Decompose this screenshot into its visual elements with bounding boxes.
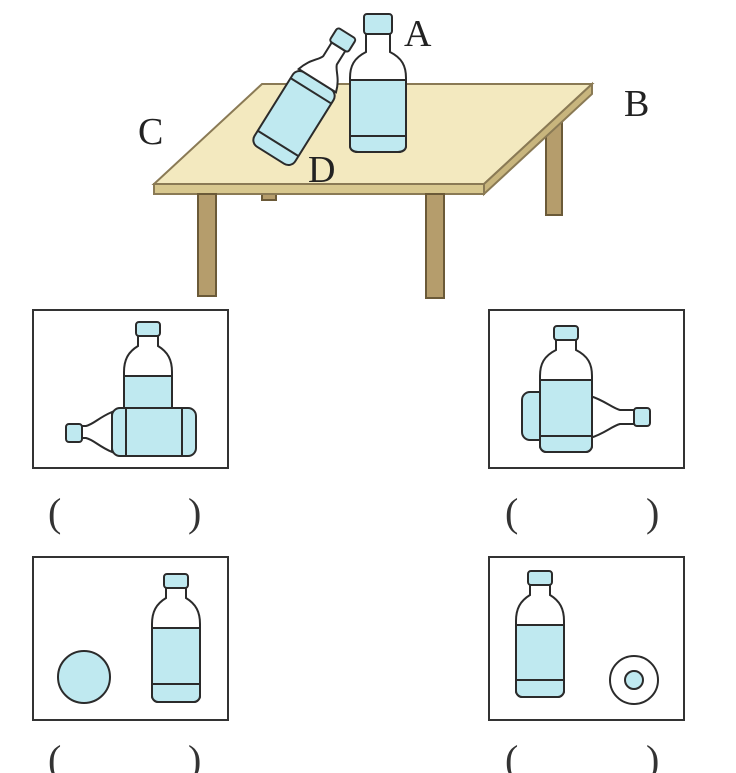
view-option-2 bbox=[488, 309, 685, 469]
view-option-1 bbox=[32, 309, 229, 469]
view-option-4 bbox=[488, 556, 685, 721]
answer-slot-2-open: ( bbox=[505, 490, 518, 535]
bottle-bottom-circle bbox=[57, 650, 111, 704]
label-d: D bbox=[308, 149, 335, 191]
answer-slot-1[interactable]: ( ) bbox=[48, 490, 201, 535]
answer-slot-4-close: ) bbox=[646, 737, 659, 773]
table-side-edge bbox=[483, 81, 593, 197]
view-option-3 bbox=[32, 556, 229, 721]
label-a: A bbox=[404, 13, 432, 55]
answer-slot-1-close: ) bbox=[188, 490, 201, 535]
standing-bottle bbox=[349, 13, 407, 153]
label-b: B bbox=[624, 83, 649, 125]
label-c: C bbox=[138, 111, 163, 153]
answer-slot-1-open: ( bbox=[48, 490, 61, 535]
answer-slot-4[interactable]: ( ) bbox=[505, 737, 659, 773]
answer-slot-3[interactable]: ( ) bbox=[48, 737, 201, 773]
table-leg-front-left bbox=[197, 193, 217, 297]
lying-bottle bbox=[252, 27, 357, 167]
table-leg-front-right bbox=[425, 193, 445, 299]
answer-slot-3-close: ) bbox=[188, 737, 201, 773]
answer-slot-3-open: ( bbox=[48, 737, 61, 773]
table-scene: A B C D bbox=[138, 13, 649, 299]
answer-slot-2[interactable]: ( ) bbox=[505, 490, 659, 535]
answer-slot-2-close: ) bbox=[646, 490, 659, 535]
answer-slot-4-open: ( bbox=[505, 737, 518, 773]
bottle-cap-center bbox=[624, 670, 644, 690]
